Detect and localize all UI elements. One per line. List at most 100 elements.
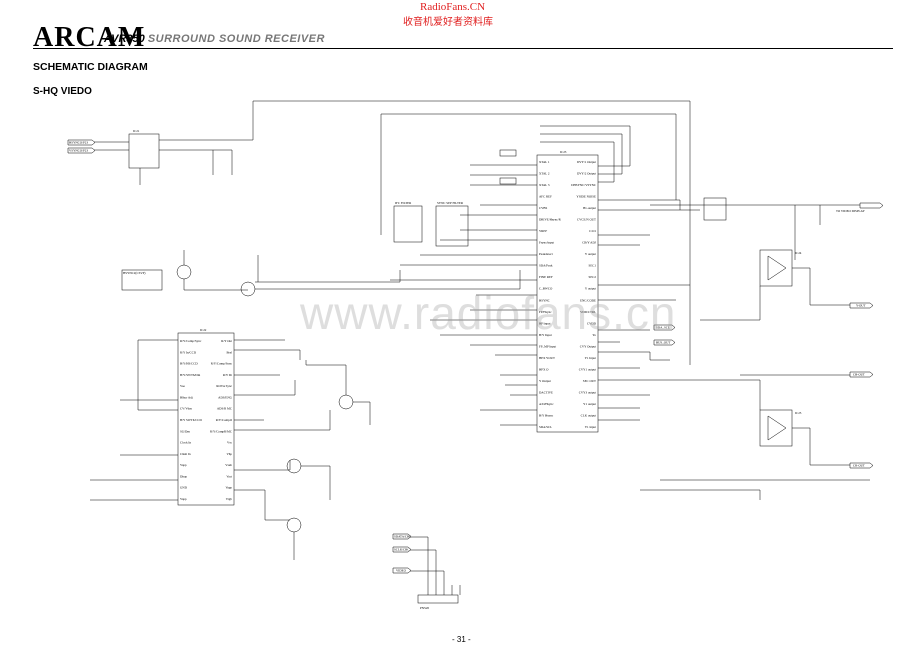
brand-logo: ARCAM — [33, 22, 146, 53]
ifc-filter-block — [393, 205, 423, 243]
label-ic23: IC23 — [560, 150, 567, 154]
watermark-chinese-subtitle: 收音机爱好者资料库 — [403, 17, 493, 28]
main-ic-pin-left-19: Y Output — [539, 379, 551, 383]
main-ic-pin-right-21: Y1 output — [583, 402, 596, 406]
input-tag-sdata — [392, 533, 412, 540]
ic-block-input — [128, 133, 160, 169]
left-ic-pin-right-2: R/Y/Comp/Sync — [211, 362, 233, 366]
left-ic-pin-right-0: R/Y Out — [221, 339, 232, 343]
input-tag-hsync — [67, 139, 96, 146]
op-amp-symbol-1 — [767, 255, 787, 281]
left-ic-pin-left-12: Dhop — [180, 474, 187, 478]
transistor-q-left-2 — [240, 281, 256, 297]
label-sdata: SDATA/CBC — [394, 535, 411, 539]
label-y-out: Y-OUT — [856, 304, 866, 308]
label-sync-filter: SYNC SEP FILTER — [437, 201, 464, 205]
label-hsync: HSYNCO/P23 — [69, 141, 88, 145]
header-rule — [33, 48, 893, 49]
main-ic-pin-left-5: DRIVE/Hsync/R — [539, 218, 562, 222]
left-ic-pin-left-5: Blhor Adj — [180, 395, 193, 399]
left-ic-pin-right-13: Vapp — [225, 486, 232, 490]
left-ic-pin-right-3: R/Y Dt — [223, 373, 232, 377]
label-to-display: TO VIDEO DISPLAY — [836, 209, 866, 213]
section-title: S-HQ VIEDO — [33, 86, 92, 97]
left-ic-pin-left-14: Vapp — [180, 497, 187, 501]
main-ic-pin-right-11: Y output — [585, 287, 596, 291]
ic25-op-amp-2 — [759, 409, 793, 447]
left-block-hsync — [121, 269, 163, 291]
left-ic-pin-right-7: R/Y/CompO — [216, 418, 233, 422]
left-ic-pin-right-10: Vhp — [227, 452, 233, 456]
transistor-q-mid — [338, 394, 354, 410]
main-ic-pin-right-19: SEC OUT — [583, 379, 596, 383]
input-tag-video — [392, 567, 412, 574]
left-ic-pin-right-1: Brel — [227, 350, 233, 354]
left-ic-pin-left-1: R/Y In/CCD — [180, 350, 197, 354]
main-ic-pin-right-0: DVY/1 Output — [577, 160, 596, 164]
main-ic-pin-right-9: SEC1 — [589, 264, 597, 268]
main-ic-pin-left-8: Peakdetect — [539, 252, 553, 256]
main-ic-pin-left-6: VREF — [539, 229, 547, 233]
output-tag-y — [849, 302, 874, 309]
label-vsync: VSYNCO/P23 — [69, 149, 88, 153]
model-title: AVR350 SURROUND SOUND RECEIVER — [104, 33, 325, 45]
left-ic-pin-left-9: Clock In — [180, 441, 191, 445]
main-ic-pin-right-13: VDD/CTRL — [580, 310, 596, 314]
output-tag-cb — [849, 371, 874, 378]
main-ic-pin-left-16: FP_MP Input — [539, 344, 556, 348]
left-ic-pin-left-13: GND — [180, 486, 188, 490]
ic23-main-video-ic — [536, 154, 599, 433]
model-number: AVR350 — [104, 33, 145, 45]
label-cb-out: CB-OUT — [853, 373, 865, 377]
main-ic-pin-right-6: C/O1 — [589, 229, 596, 233]
left-ic-pin-right-5: ADS/ENG — [218, 395, 233, 399]
main-ic-pin-right-5: CVCE/N OUT — [577, 218, 596, 222]
left-ic-pin-left-7: B/Y SWTh/CCD — [180, 418, 202, 422]
left-ic-pin-right-12: Vact — [226, 474, 232, 478]
left-ic-pin-right-9: Vsc — [227, 441, 233, 445]
main-ic-pin-right-12: ENC/CODE — [580, 298, 596, 302]
sync-sep-filter-block — [435, 205, 469, 247]
center-watermark: www.radiofans.cn — [300, 287, 677, 339]
main-ic-pin-left-4: CVBS — [539, 206, 548, 210]
left-ic-pin-left-8: SG/Dm — [180, 429, 190, 433]
bus-line-4 — [540, 133, 623, 175]
product-line: SURROUND SOUND RECEIVER — [147, 33, 325, 45]
main-ic-pin-right-1: DVY/2 Output — [577, 172, 596, 176]
mid-tag-bus — [653, 339, 676, 346]
left-ic-pin-right-4: ROVA Sync — [216, 384, 232, 388]
main-ic-pin-right-8: Y output — [585, 252, 596, 256]
main-ic-pin-right-23: Y1 input — [585, 425, 596, 429]
label-pns20: PNS20 — [420, 606, 429, 610]
label-sda-scl: SDA_SCL — [656, 326, 670, 330]
left-ic-pin-right-14: Vrgb — [226, 497, 233, 501]
main-ic-pin-left-0: XTAL 1 — [539, 160, 550, 164]
main-ic-pin-left-10: FINE REF — [539, 275, 553, 279]
main-ic-pin-left-17: HPX YOUT — [539, 356, 555, 360]
main-ic-pin-left-15: B/Y Input — [539, 333, 552, 337]
left-ic-pin-right-6: ADS/R MC — [217, 407, 232, 411]
main-ic-pin-left-21: A/D/Hsync — [539, 402, 554, 406]
main-ic-pin-left-12: HSYNC — [539, 298, 550, 302]
left-ic-pin-left-0: R/Y/Comp/Sync — [180, 339, 202, 343]
main-ic-pin-left-2: XTAL 3 — [539, 183, 550, 187]
main-ic-pin-right-4: Bv-output — [583, 206, 596, 210]
main-ic-pin-left-7: Fsync/input — [539, 241, 554, 245]
label-ifc-filter: IFC FILTER — [395, 201, 412, 205]
main-ic-pin-left-9: SDA/Peak — [539, 264, 553, 268]
bus-line-top — [252, 100, 691, 365]
main-ic-pin-left-11: C_BWCO — [539, 287, 553, 291]
output-tag-cr — [849, 462, 874, 469]
main-ic-pin-right-10: SEC2 — [589, 275, 597, 279]
transistor-q-left-1 — [176, 264, 192, 280]
main-ic-pin-right-2: DHSYNC/VSYNC — [571, 183, 596, 187]
bus-line-2 — [380, 113, 677, 235]
left-ic-pin-left-4: Voo — [180, 384, 185, 388]
mid-tag-sda — [653, 324, 676, 331]
label-ic22: IC22 — [200, 328, 207, 332]
label-ic25: IC25 — [795, 411, 802, 415]
main-ic-pin-left-1: XTAL 2 — [539, 172, 550, 176]
